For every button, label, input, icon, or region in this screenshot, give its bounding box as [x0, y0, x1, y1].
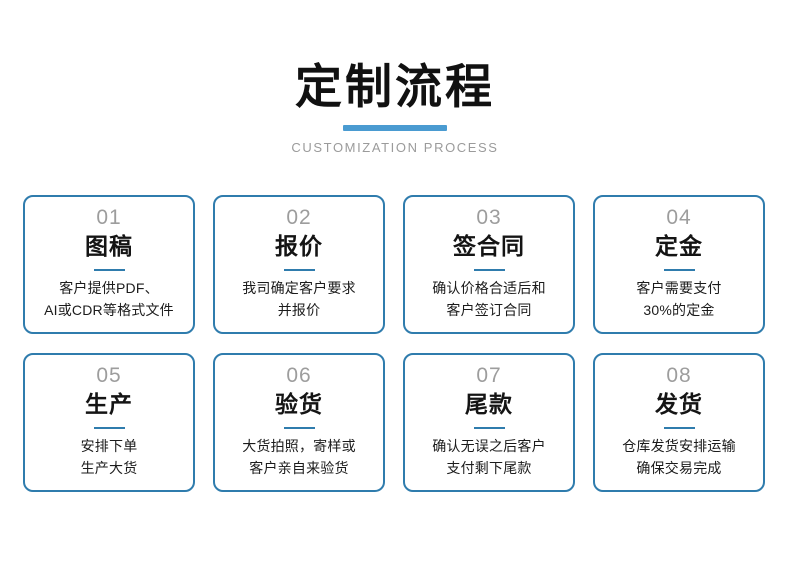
step-number: 04 — [666, 206, 692, 229]
step-description-line: 客户需要支付 — [636, 280, 722, 297]
step-description-line: 支付剩下尾款 — [446, 459, 532, 476]
step-description-line: 客户提供PDF、 — [59, 280, 159, 297]
step-number: 02 — [286, 206, 312, 229]
step-divider — [473, 269, 505, 272]
process-step-grid: 01 图稿 客户提供PDF、 AI或CDR等格式文件 02 报价 我司确定客户要… — [23, 195, 767, 492]
step-number: 05 — [96, 364, 122, 387]
process-step-card: 02 报价 我司确定客户要求 并报价 — [213, 195, 385, 334]
step-title: 报价 — [275, 233, 323, 260]
step-description: 我司确定客户要求 并报价 — [242, 278, 356, 321]
step-number: 01 — [96, 206, 122, 229]
step-description-line: 客户亲自来验货 — [249, 459, 349, 476]
process-step-card: 07 尾款 确认无误之后客户 支付剩下尾款 — [403, 353, 575, 492]
step-divider — [93, 427, 125, 430]
step-description-line: 确认无误之后客户 — [432, 438, 546, 455]
step-divider — [663, 427, 695, 430]
process-step-card: 04 定金 客户需要支付 30%的定金 — [593, 195, 765, 334]
step-divider — [473, 427, 505, 430]
step-description: 确认价格合适后和 客户签订合同 — [432, 278, 546, 321]
step-description-line: 30%的定金 — [643, 301, 715, 318]
step-divider — [283, 269, 315, 272]
step-divider — [663, 269, 695, 272]
page-subtitle: CUSTOMIZATION PROCESS — [291, 140, 499, 156]
step-description: 仓库发货安排运输 确保交易完成 — [622, 436, 736, 479]
step-title: 生产 — [85, 391, 133, 418]
step-title: 定金 — [655, 233, 703, 260]
step-title: 图稿 — [85, 233, 133, 260]
step-description-line: 我司确定客户要求 — [242, 280, 356, 297]
step-number: 07 — [476, 364, 502, 387]
step-title: 发货 — [655, 391, 703, 418]
page-header: 定制流程 CUSTOMIZATION PROCESS — [0, 58, 790, 155]
step-description-line: 大货拍照，寄样或 — [242, 438, 356, 455]
process-step-card: 01 图稿 客户提供PDF、 AI或CDR等格式文件 — [23, 195, 195, 334]
step-title: 验货 — [275, 391, 323, 418]
step-description: 大货拍照，寄样或 客户亲自来验货 — [242, 436, 356, 479]
process-step-card: 08 发货 仓库发货安排运输 确保交易完成 — [593, 353, 765, 492]
step-divider — [93, 269, 125, 272]
step-title: 签合同 — [453, 233, 525, 260]
step-description-line: 仓库发货安排运输 — [622, 438, 736, 455]
step-description-line: 安排下单 — [80, 438, 138, 455]
process-step-card: 06 验货 大货拍照，寄样或 客户亲自来验货 — [213, 353, 385, 492]
step-number: 06 — [286, 364, 312, 387]
process-step-card: 05 生产 安排下单 生产大货 — [23, 353, 195, 492]
step-description: 安排下单 生产大货 — [81, 436, 138, 479]
step-divider — [283, 427, 315, 430]
step-description-line: 确保交易完成 — [636, 459, 722, 476]
title-accent-rule — [343, 125, 447, 132]
step-description-line: AI或CDR等格式文件 — [44, 301, 174, 318]
step-description-line: 客户签订合同 — [446, 301, 532, 318]
step-description: 客户需要支付 30%的定金 — [636, 278, 721, 321]
page-title: 定制流程 — [295, 60, 495, 113]
step-title: 尾款 — [465, 391, 513, 418]
step-number: 03 — [476, 206, 502, 229]
step-number: 08 — [666, 364, 692, 387]
step-description-line: 生产大货 — [80, 459, 138, 476]
step-description-line: 确认价格合适后和 — [432, 280, 546, 297]
step-description: 确认无误之后客户 支付剩下尾款 — [432, 436, 546, 479]
process-step-card: 03 签合同 确认价格合适后和 客户签订合同 — [403, 195, 575, 334]
step-description-line: 并报价 — [277, 301, 321, 318]
step-description: 客户提供PDF、 AI或CDR等格式文件 — [44, 278, 174, 321]
